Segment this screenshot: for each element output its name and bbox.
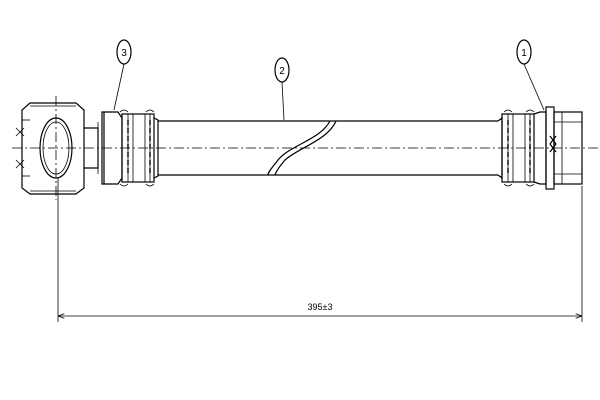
callout-2-label: 2 (279, 66, 285, 77)
right-end-fitting (545, 106, 583, 190)
callout-2: 2 (274, 57, 290, 121)
callout-3: 3 (113, 39, 132, 111)
callout-3-label: 3 (121, 48, 127, 59)
callout-1: 1 (516, 39, 545, 111)
dimension-label: 395±3 (308, 302, 333, 312)
left-crimp-sleeve (101, 109, 159, 187)
hose-body (158, 120, 498, 176)
right-crimp-sleeve (497, 109, 547, 187)
left-banjo-fitting (15, 96, 99, 200)
overall-length-dimension: 395±3 (57, 178, 583, 322)
callout-1-label: 1 (521, 48, 527, 59)
